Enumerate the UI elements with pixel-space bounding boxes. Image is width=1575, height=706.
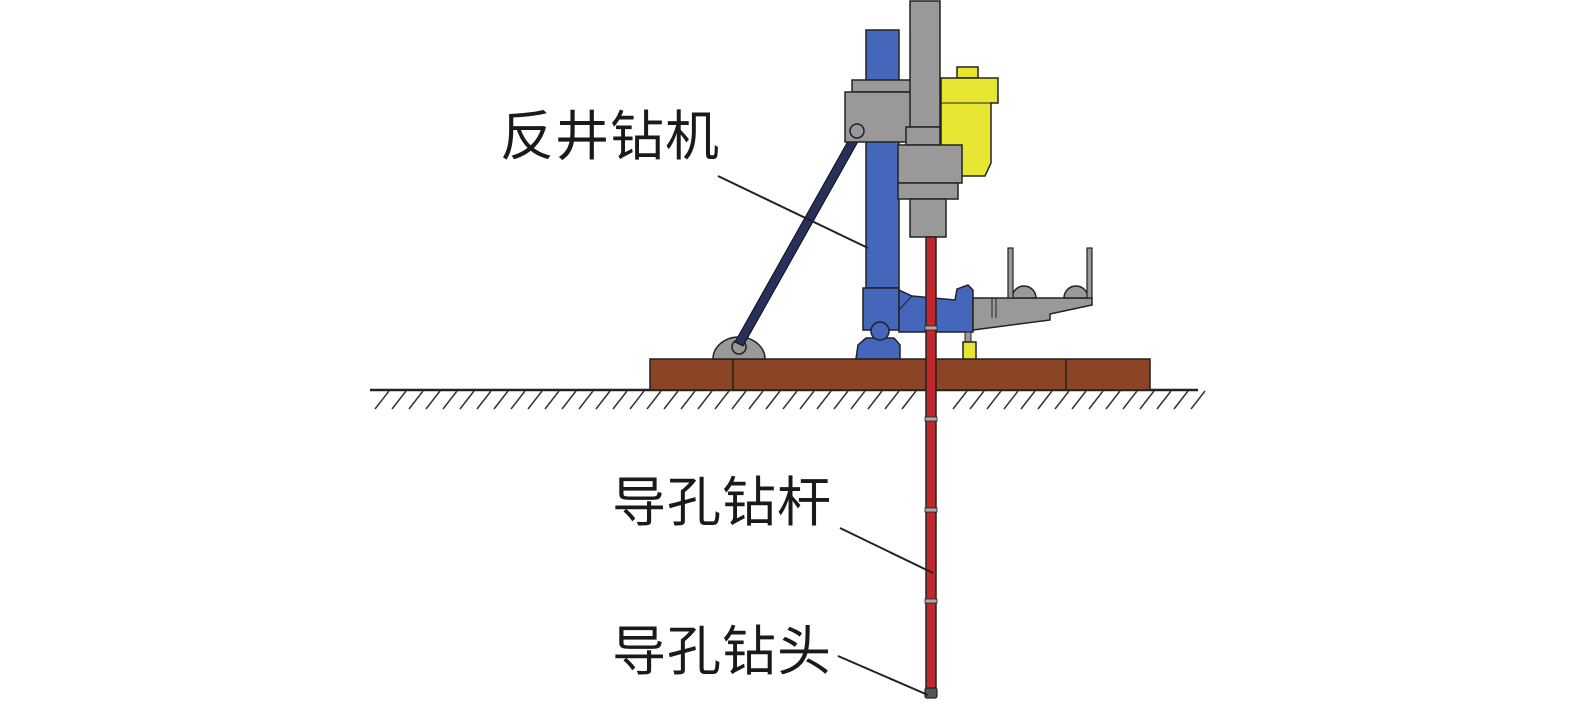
ground-hatch-mark [442, 390, 458, 410]
ground-hatch-mark [1139, 390, 1155, 410]
mast-head-housing [844, 79, 913, 143]
ground-hatch-mark [408, 390, 424, 410]
ground [370, 388, 1206, 410]
ground-hatch-mark [1156, 390, 1172, 410]
ground-hatch-mark [646, 390, 662, 410]
pilot-drill-bit [924, 687, 938, 699]
ground-hatch-mark [816, 390, 832, 410]
bit-leader-line [837, 655, 929, 696]
ground-hatch-mark [1054, 390, 1070, 410]
ground-hatch-mark [663, 390, 679, 410]
power-head [897, 0, 963, 238]
ground-hatch-mark [714, 390, 730, 410]
ground-hatch-mark [493, 390, 509, 410]
ground-hatch-mark [867, 390, 883, 410]
base-foundation [649, 358, 1151, 391]
rod-leader-line [839, 527, 934, 574]
ground-hatch-mark [374, 390, 390, 410]
ground-hatch-mark [884, 390, 900, 410]
ground-hatch-mark [527, 390, 543, 410]
ground-hatch-mark [680, 390, 696, 410]
ground-hatch-mark [952, 390, 968, 410]
rod-holder-platform [972, 247, 1093, 331]
pilot-bit-label: 导孔钻头 [612, 620, 832, 683]
pilot-drill-rod [924, 236, 938, 693]
ground-hatch-mark [1037, 390, 1053, 410]
ground-hatch-mark [731, 390, 747, 410]
drilling-rig-label: 反井钻机 [500, 105, 720, 168]
ground-hatch-mark [1020, 390, 1036, 410]
ground-hatch-mark [1105, 390, 1121, 410]
support-brace [734, 133, 861, 347]
ground-hatch-mark [561, 390, 577, 410]
ground-hatch-mark [425, 390, 441, 410]
ground-hatch-mark [799, 390, 815, 410]
ground-hatch-mark [612, 390, 628, 410]
ground-hatch-mark [476, 390, 492, 410]
ground-hatch-mark [1071, 390, 1087, 410]
ground-hatch-mark [459, 390, 475, 410]
ground-hatch-mark [850, 390, 866, 410]
rig-leader-line [717, 175, 869, 249]
ground-hatch-mark [1173, 390, 1189, 410]
ground-hatch-mark [833, 390, 849, 410]
ground-hatch-mark [578, 390, 594, 410]
ground-hatch-mark [1190, 390, 1206, 410]
ground-hatch-mark [510, 390, 526, 410]
ground-hatch-mark [1088, 390, 1104, 410]
ground-hatch-mark [595, 390, 611, 410]
ground-hatch-mark [969, 390, 985, 410]
ground-hatch-mark [1122, 390, 1138, 410]
ground-hatch-mark [544, 390, 560, 410]
ground-hatch-mark [391, 390, 407, 410]
leveling-jack [962, 331, 977, 360]
ground-hatch-mark [748, 390, 764, 410]
ground-hatch-mark [782, 390, 798, 410]
ground-hatch-mark [901, 390, 917, 410]
ground-hatch-mark [697, 390, 713, 410]
ground-hatch-mark [986, 390, 1002, 410]
ground-hatch-mark [765, 390, 781, 410]
ground-hatch-mark [629, 390, 645, 410]
pilot-rod-label: 导孔钻杆 [612, 471, 832, 534]
ground-hatch-mark [1003, 390, 1019, 410]
